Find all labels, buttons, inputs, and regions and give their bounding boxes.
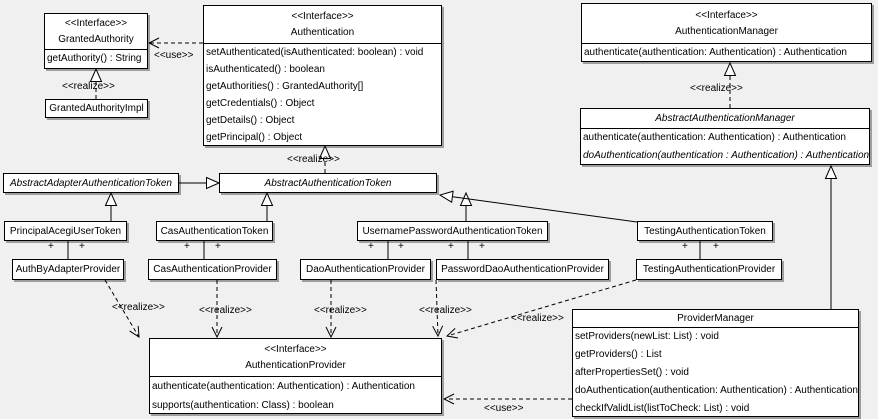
class-name: TestingAuthenticationToken [644, 225, 766, 237]
edge-label-realize: <<realize>> [314, 305, 367, 316]
class-name: AuthenticationManager [675, 26, 778, 37]
method: authenticate(authentication: Authenticat… [152, 381, 415, 392]
edge-label-realize: <<realize>> [62, 81, 115, 92]
edge-label-realize: <<realize>> [419, 305, 472, 316]
class-granted-authority-impl: GrantedAuthorityImpl [45, 99, 148, 118]
class-name: CasAuthenticationProvider [153, 264, 272, 275]
class-abstract-authentication-manager: AbstractAuthenticationManager authentica… [580, 108, 870, 165]
assoc-end-plus: + [48, 241, 54, 252]
edge-label-realize: <<realize>> [690, 83, 743, 94]
assoc-end-plus: + [448, 241, 454, 252]
class-name: GrantedAuthorityImpl [49, 103, 144, 114]
edge-label-use: <<use>> [154, 50, 194, 61]
class-name: PasswordDaoAuthenticationProvider [441, 264, 604, 275]
class-name: UsernamePasswordAuthenticationToken [362, 225, 543, 237]
class-title: <<Interface>> GrantedAuthority [45, 14, 147, 50]
method: setProviders(newList: List) : void [575, 331, 719, 342]
method: doAuthentication(authentication: Authent… [575, 385, 858, 396]
method: doAuthentication(authentication : Authen… [583, 150, 869, 161]
class-testing-authentication-provider: TestingAuthenticationProvider [636, 259, 782, 280]
method: supports(authentication: Class) : boolea… [152, 400, 334, 411]
class-password-dao-authentication-provider: PasswordDaoAuthenticationProvider [436, 259, 609, 280]
class-title: <<Interface>> AuthenticationManager [582, 4, 871, 44]
assoc-end-plus: + [713, 241, 719, 252]
class-title: ProviderManager [573, 310, 858, 328]
edge-label-realize: <<realize>> [287, 154, 340, 165]
class-name: GrantedAuthority [58, 34, 134, 45]
edge-label-realize: <<realize>> [199, 305, 252, 316]
assoc-end-plus: + [682, 241, 688, 252]
class-name: Authentication [290, 27, 355, 38]
method: getProviders() : List [575, 349, 662, 360]
class-principal-acegi-user-token: PrincipalAcegiUserToken [4, 221, 127, 241]
class-authentication: <<Interface>> Authentication setAuthenti… [203, 5, 442, 146]
class-name: PrincipalAcegiUserToken [9, 225, 122, 237]
assoc-end-plus: + [398, 241, 404, 252]
assoc-end-plus: + [79, 241, 85, 252]
method: getCredentials() : Object [206, 98, 315, 109]
stereotype-label: <<Interface>> [264, 344, 327, 355]
class-provider-manager: ProviderManager setProviders(newList: Li… [572, 309, 859, 417]
class-abstract-authentication-token: AbstractAuthenticationToken [219, 173, 437, 193]
class-name: AuthenticationProvider [245, 360, 346, 371]
class-name: ProviderManager [677, 313, 754, 324]
class-username-password-authentication-token: UsernamePasswordAuthenticationToken [357, 221, 548, 241]
method: checkIfValidList(listToCheck: List) : vo… [575, 403, 750, 414]
class-cas-authentication-provider: CasAuthenticationProvider [148, 259, 277, 280]
stereotype-label: <<Interface>> [695, 10, 758, 21]
method: authenticate(authentication: Authenticat… [583, 132, 846, 143]
class-name: DaoAuthenticationProvider [306, 264, 425, 275]
stereotype-label: <<Interface>> [291, 11, 354, 22]
method: afterPropertiesSet() : void [575, 367, 689, 378]
method: getAuthorities() : GrantedAuthority[] [206, 81, 364, 92]
class-testing-authentication-token: TestingAuthenticationToken [637, 221, 773, 241]
class-title: <<Interface>> AuthenticationProvider [150, 339, 441, 377]
method: getDetails() : Object [206, 115, 295, 126]
class-abstract-adapter-authentication-token: AbstractAdapterAuthenticationToken [3, 173, 179, 193]
class-cas-authentication-token: CasAuthenticationToken [156, 221, 273, 241]
method: getPrincipal() : Object [206, 132, 303, 143]
class-granted-authority: <<Interface>> GrantedAuthority getAuthor… [44, 13, 148, 69]
assoc-end-plus: + [215, 241, 221, 252]
assoc-end-plus: + [368, 241, 374, 252]
assoc-end-plus: + [479, 241, 485, 252]
class-title: AbstractAuthenticationManager [581, 109, 869, 129]
method: setAuthenticated(isAuthenticated: boolea… [206, 47, 424, 58]
assoc-end-plus: + [184, 241, 190, 252]
class-name: CasAuthenticationToken [160, 225, 269, 237]
method: isAuthenticated() : boolean [206, 64, 325, 75]
class-title: <<Interface>> Authentication [204, 6, 441, 44]
stereotype-label: <<Interface>> [64, 18, 128, 29]
class-name: TestingAuthenticationProvider [642, 264, 776, 275]
edge-label-use: <<use>> [484, 403, 524, 414]
method: authenticate(authentication: Authenticat… [584, 47, 847, 58]
class-name: AbstractAdapterAuthenticationToken [10, 177, 172, 189]
method: getAuthority() : String [47, 53, 142, 64]
class-dao-authentication-provider: DaoAuthenticationProvider [300, 259, 431, 280]
class-auth-by-adapter-provider: AuthByAdapterProvider [12, 259, 124, 280]
class-authentication-manager: <<Interface>> AuthenticationManager auth… [581, 3, 872, 62]
edge-label-realize: <<realize>> [511, 313, 564, 324]
edge-generalize-testing-token-to-abstract-token [440, 195, 638, 223]
class-authentication-provider: <<Interface>> AuthenticationProvider aut… [149, 338, 442, 414]
edge-label-realize: <<realize>> [112, 302, 165, 313]
class-name: AbstractAuthenticationToken [264, 177, 392, 189]
class-name: AbstractAuthenticationManager [655, 113, 795, 124]
class-name: AuthByAdapterProvider [15, 264, 121, 275]
